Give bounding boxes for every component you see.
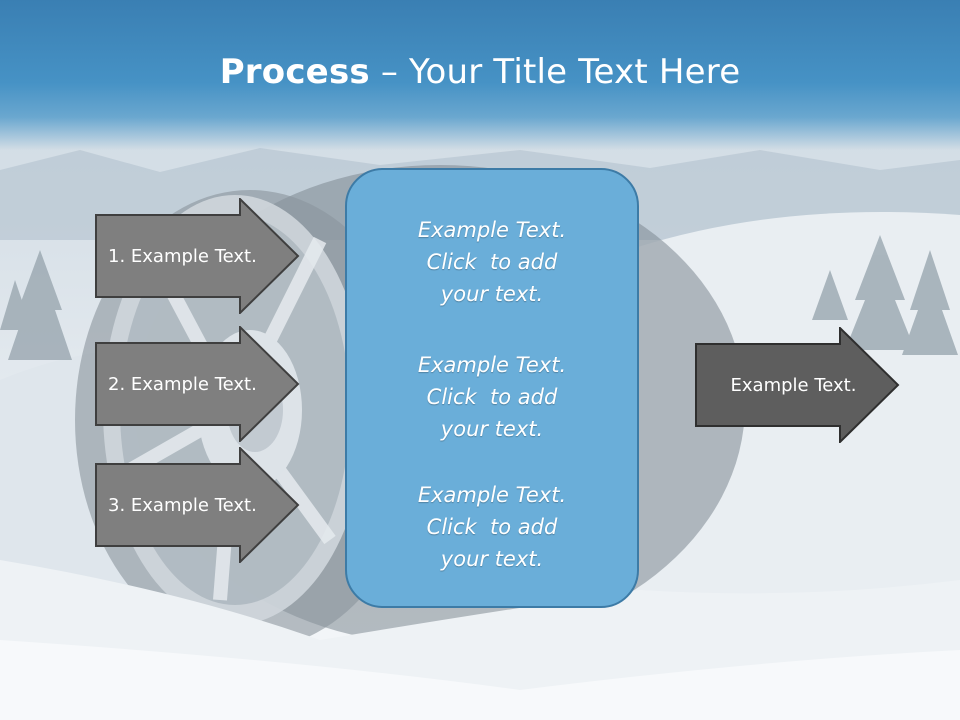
title-bar (0, 0, 960, 150)
slide-title[interactable]: Process – Your Title Text Here (0, 52, 960, 92)
text-block-1-line-1: Example Text. (417, 218, 567, 242)
text-block-3-line-2: Click to add (426, 515, 558, 539)
left-arrow-2[interactable]: 2. Example Text. (95, 326, 300, 442)
text-block-2-line-2: Click to add (426, 385, 558, 409)
text-block-1-line-3: your text. (440, 282, 544, 306)
right-arrow-label: Example Text. (730, 374, 857, 396)
text-block-2-line-3: your text. (440, 417, 544, 441)
left-arrow-1-label: 1. Example Text. (108, 245, 257, 267)
right-arrow[interactable]: Example Text. (695, 327, 900, 443)
left-arrow-3-label: 3. Example Text. (108, 494, 257, 516)
title-rest: – Your Title Text Here (369, 52, 741, 92)
left-arrow-3[interactable]: 3. Example Text. (95, 447, 300, 563)
title-bold: Process (219, 52, 370, 92)
center-text-box[interactable]: Example Text. Click to add your text. Ex… (345, 168, 639, 608)
text-block-1: Example Text. Click to add your text. (347, 214, 637, 310)
text-block-1-line-2: Click to add (426, 250, 558, 274)
text-block-3: Example Text. Click to add your text. (347, 479, 637, 575)
text-block-2: Example Text. Click to add your text. (347, 349, 637, 445)
text-block-3-line-1: Example Text. (417, 483, 567, 507)
left-arrow-2-label: 2. Example Text. (108, 373, 257, 395)
text-block-2-line-1: Example Text. (417, 353, 567, 377)
left-arrow-1[interactable]: 1. Example Text. (95, 198, 300, 314)
text-block-3-line-3: your text. (440, 547, 544, 571)
